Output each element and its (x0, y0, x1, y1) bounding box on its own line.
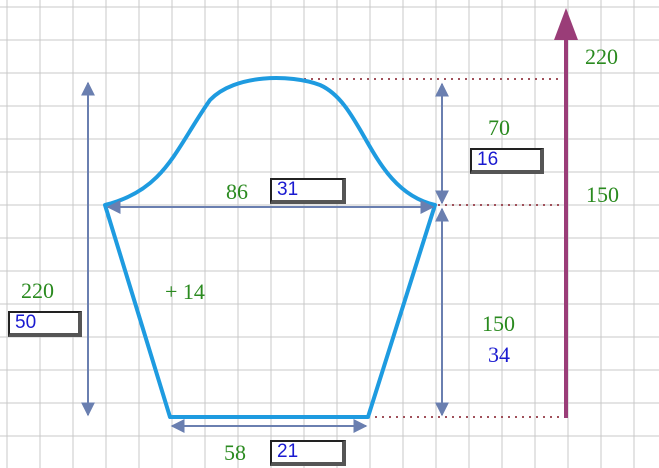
bottom-width-label: 58 (224, 440, 246, 465)
cap-height-box: 16 (470, 148, 544, 174)
upper-width-box: 31 (270, 178, 346, 204)
bottom-width-box: 21 (270, 440, 346, 466)
upper-width-label: 86 (226, 179, 248, 204)
lower-height-value: 34 (488, 342, 510, 367)
lower-height-label: 150 (482, 311, 515, 336)
pattern-outline (103, 76, 437, 419)
cap-height-label: 70 (488, 115, 510, 140)
cap-height-left-label: 150 (586, 182, 619, 207)
total-height-label: 220 (585, 44, 618, 69)
left-height-label: 220 (21, 278, 54, 303)
total-height-arrowhead (554, 8, 578, 40)
left-height-box: 50 (8, 311, 82, 337)
increase-label: + 14 (165, 279, 205, 304)
